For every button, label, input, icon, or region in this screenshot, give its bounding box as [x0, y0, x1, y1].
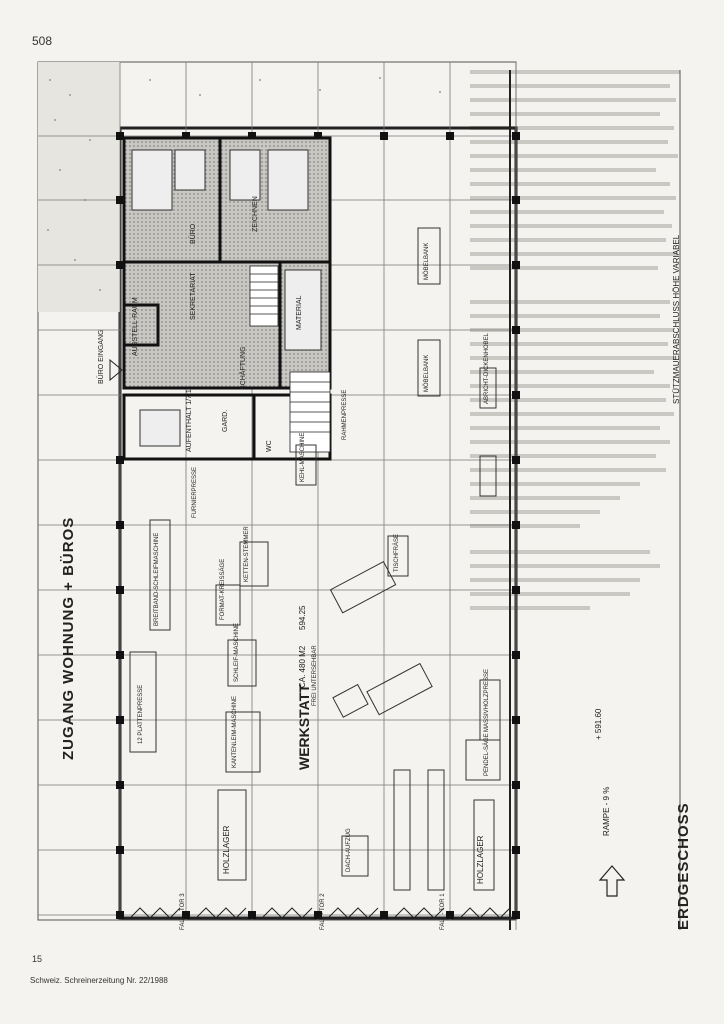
machine-label: ABRICHT-DICKENHOBEL [484, 332, 490, 404]
page-number: 508 [32, 34, 53, 48]
office-entry-label: BÜRO EINGANG [98, 329, 105, 384]
machine-label: MÖBELBANK [424, 354, 430, 392]
room-garderobe: GARD. [222, 409, 229, 432]
footer-citation: Schweiz. Schreinerzeitung Nr. 22/1988 [30, 976, 168, 985]
workshop-name: WERKSTATT [296, 684, 312, 770]
machine-label: TISCHFRÄSE [394, 533, 400, 572]
room-buero: BÜRO [190, 223, 197, 244]
entry-triangle-icon [109, 358, 123, 382]
ramp-arrow-icon [598, 865, 626, 897]
door-label: FALT - TOR 3 [180, 893, 186, 930]
workshop-level: 594.25 [298, 605, 307, 630]
machine-label: KETTEN-STEMMER [244, 526, 250, 582]
room-zeichnen: ZEICHNEN [252, 196, 259, 232]
room-material: MATERIAL [296, 295, 303, 331]
corner-number: 15 [32, 954, 43, 964]
terrain-area [38, 62, 120, 312]
room-aussenraum: AUSSTELL-RAUM [132, 297, 139, 356]
machine-label: SCHLEIF-MASCHINE [234, 622, 240, 682]
room-aufenthalt: AUFENTHALT 1/7.1 [186, 389, 193, 452]
machine-outlines [129, 227, 501, 891]
machine-label: HOLZLAGER [476, 835, 485, 884]
machine-label: KEHL-MASCHINE [300, 432, 306, 482]
door-label: FALT - TOR 1 [440, 893, 446, 930]
machine-label: BREITBAND-SCHLEIFMASCHINE [154, 532, 160, 626]
machine-label: 12 PLATTENPRESSE [138, 684, 144, 744]
staircase [249, 265, 331, 453]
columns [116, 132, 520, 919]
access-title: ZUGANG WOHNUNG + BÜROS [60, 516, 77, 760]
machine-label: MÖBELBANK [424, 242, 430, 280]
machine-label: RAHMENPRESSE [342, 389, 348, 440]
level-label: + 591.60 [594, 708, 603, 740]
machine-label: MASSIVHOLZPRESSE [484, 668, 490, 732]
machine-label: FURNIERPRESSE [192, 466, 198, 518]
machine-label: FORMAT-KREISSÄGE [220, 558, 226, 620]
machine-label: PENDEL-SÄGE [484, 733, 490, 776]
machine-label: DACH-AUFZUG [346, 828, 352, 872]
door-label: FALT - TOR 2 [320, 893, 326, 930]
machine-label: HOLZLAGER [222, 825, 231, 874]
retaining-wall-label: STÜTZMAUERABSCHLUSS HÖHE VARIABEL [672, 234, 681, 404]
folding-doors [129, 907, 511, 919]
workshop-note: FREI UNTERSEHBAR [312, 645, 318, 706]
workshop-area: CA. 480 M2 [298, 645, 307, 688]
floor-title: ERDGESCHOSS [675, 802, 692, 930]
machine-label: KANTENLEIM-MASCHINE [232, 695, 238, 768]
room-wc: WC [266, 440, 273, 452]
room-sekretariat: SEKRETARIAT [190, 272, 197, 320]
background-text-column [470, 70, 680, 610]
ramp-label: RAMPE - 9 % [602, 786, 611, 836]
room-schaeftung: SCHÄFTUNG [240, 346, 247, 390]
